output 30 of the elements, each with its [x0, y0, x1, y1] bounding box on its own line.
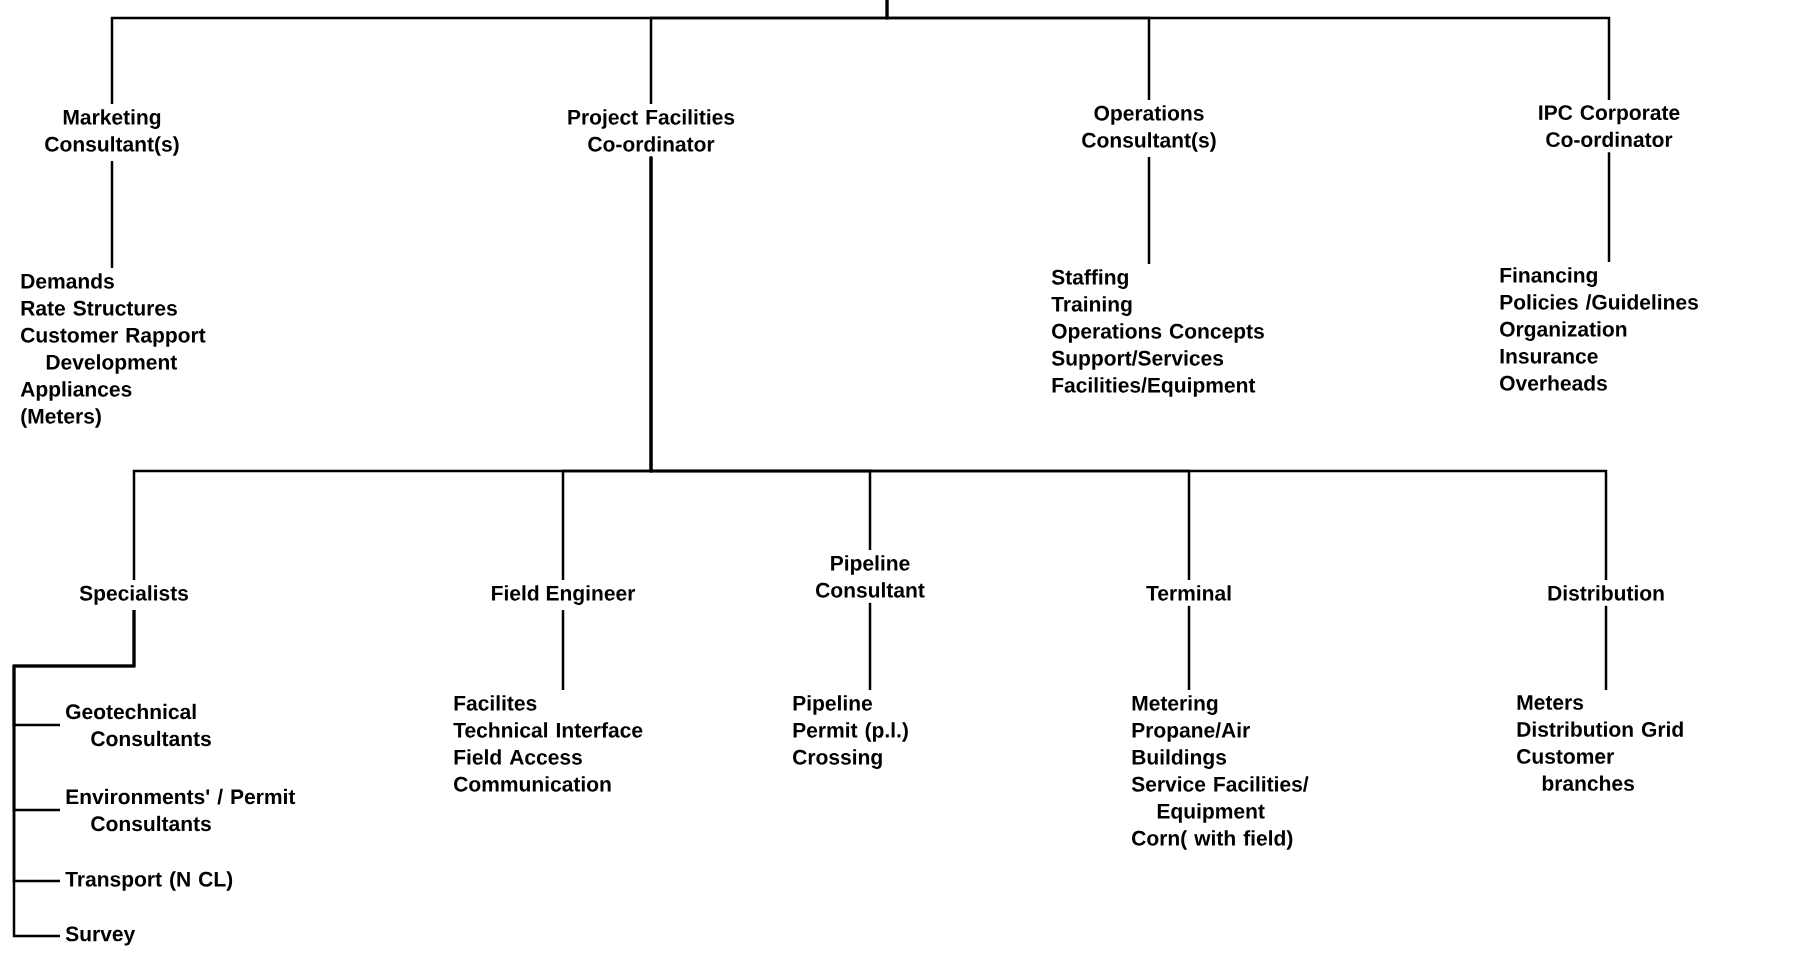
- connector-line: [868, 602, 872, 690]
- position-title: Field Engineer: [492, 585, 636, 605]
- duty-list: Demands Rate Structures Customer Rapport Development Appliances (Meters): [20, 273, 206, 428]
- duty-list: Facilites Technical Interface Field Access Communication: [453, 695, 643, 792]
- duty-list: Financing Policies /Guidelines Organization Insurance Overheads: [1500, 267, 1698, 391]
- connector-line: [649, 156, 1608, 580]
- position-title: Pipeline Consultant: [816, 555, 925, 598]
- duty-list: Pipeline Permit (p.l.) Crossing: [793, 695, 908, 769]
- position-title: Project Facilities Co-ordinator: [568, 109, 735, 152]
- position-title: Marketing Consultant(s): [45, 109, 179, 156]
- connector-line: [1147, 157, 1151, 264]
- duty-list: Staffing Training Operations Concepts Support/Services Facilities/Equipment: [1051, 269, 1264, 397]
- connector-line: [12, 610, 136, 938]
- connector-line: [1187, 605, 1191, 690]
- connector-line: [1604, 605, 1608, 690]
- position-title: Specialists: [79, 585, 188, 605]
- connector-line: [1607, 152, 1611, 262]
- position-title: IPC Corporate Co-ordinator: [1539, 105, 1680, 148]
- connector-line: [561, 610, 565, 690]
- duty-list: Meters Distribution Grid Customer branches: [1517, 695, 1683, 791]
- position-title: Terminal: [1146, 585, 1231, 601]
- duty-item: Transport (N CL): [65, 871, 233, 891]
- connector-line: [885, 0, 1611, 100]
- position-title: Operations Consultant(s): [1082, 105, 1216, 152]
- duty-item: Survey: [65, 926, 136, 946]
- duty-item: Environments' / Permit Consultants: [66, 788, 296, 832]
- duty-item: Geotechnical Consultants: [66, 703, 211, 747]
- duty-list: Metering Propane/Air Buildings Service Facilities/ Equipment Corn( with field): [1131, 695, 1309, 850]
- connector-line: [110, 161, 114, 268]
- position-title: Distribution: [1548, 585, 1664, 601]
